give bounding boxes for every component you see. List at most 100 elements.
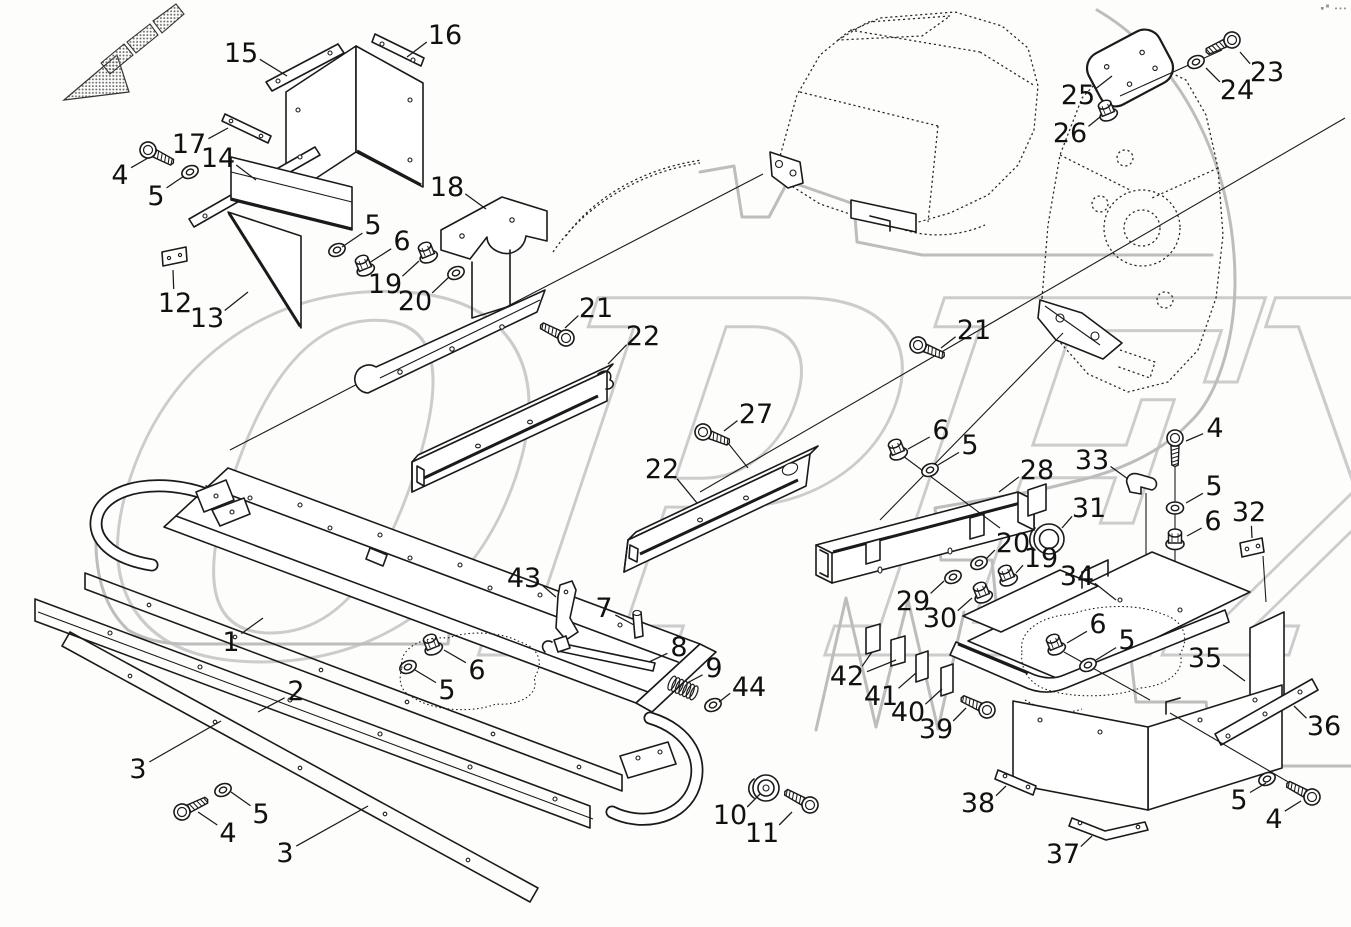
leader-line-39	[952, 707, 967, 722]
callout-35: 35	[1188, 643, 1222, 674]
leader-line-21	[564, 315, 579, 329]
callout-18: 18	[430, 172, 464, 203]
channel-assembly-28	[815, 452, 1267, 697]
plate-12	[161, 246, 188, 267]
leader-line-4	[130, 157, 149, 169]
leader-line-8	[648, 652, 668, 663]
block-42a	[865, 623, 881, 655]
callout-16: 16	[428, 20, 462, 51]
leader-line-41	[898, 672, 917, 689]
block-42b	[890, 635, 906, 667]
callout-5: 5	[364, 210, 381, 241]
leader-line-6	[443, 649, 467, 664]
leader-line-7	[615, 614, 635, 626]
leader-line-20	[431, 276, 450, 294]
leader-line-26	[1088, 116, 1101, 127]
callout-43: 43	[507, 563, 541, 594]
callout-8: 8	[670, 632, 687, 663]
plate-18	[440, 196, 548, 260]
leader-line-43	[541, 584, 557, 598]
callout-28: 28	[1020, 455, 1054, 486]
leader-line-32	[1250, 525, 1253, 539]
callout-19: 19	[368, 269, 402, 300]
callout-41: 41	[864, 681, 898, 712]
strap-16	[371, 33, 425, 67]
leader-line-6	[907, 436, 931, 450]
leader-line-10	[746, 793, 761, 808]
block-41	[915, 650, 929, 683]
callout-1: 1	[222, 627, 239, 658]
leader-line-37	[1080, 835, 1093, 848]
callout-32: 32	[1232, 497, 1266, 528]
callout-5: 5	[147, 181, 164, 212]
leader-line-5	[1249, 782, 1267, 794]
washer-5	[1165, 501, 1185, 515]
leader-line-6	[1066, 630, 1088, 644]
leader-line-9	[686, 674, 703, 684]
screw-4	[170, 791, 212, 824]
strap-40	[940, 663, 954, 697]
leader-line-12	[172, 269, 175, 290]
callout-31: 31	[1072, 493, 1106, 524]
cover-25-group	[1085, 28, 1223, 108]
leader-line-5	[166, 175, 185, 189]
callout-4: 4	[111, 160, 128, 191]
leader-line-35	[1222, 664, 1246, 682]
leader-line-5	[341, 232, 363, 248]
callout-22: 22	[626, 321, 660, 352]
leader-line-5	[1185, 492, 1204, 504]
callout-5: 5	[438, 675, 455, 706]
leader-line-2	[257, 697, 285, 713]
leader-line-1	[241, 617, 264, 635]
dotted-blobs	[399, 605, 1186, 711]
callout-21: 21	[957, 315, 991, 346]
frame-assembly-bottom-left	[34, 467, 780, 903]
callout-17: 17	[172, 129, 206, 160]
callout-5: 5	[1230, 785, 1247, 816]
screw-11	[780, 783, 822, 817]
callout-22: 22	[645, 454, 679, 485]
callout-24: 24	[1220, 75, 1254, 106]
screw-4	[1282, 775, 1324, 809]
washer-24	[1184, 52, 1208, 72]
callout-40: 40	[891, 697, 925, 728]
callout-20: 20	[996, 528, 1030, 559]
rail-3-lower	[61, 631, 539, 903]
callout-29: 29	[896, 586, 930, 617]
callout-39: 39	[919, 714, 953, 745]
callout-4: 4	[1265, 804, 1282, 835]
reference-machine-top	[552, 11, 1039, 253]
leader-line-24	[1205, 67, 1221, 83]
leader-line-4	[1284, 800, 1302, 812]
leader-line-6	[368, 248, 392, 264]
callout-34: 34	[1060, 561, 1094, 592]
bracket-32	[1239, 537, 1265, 558]
leader-line-3	[295, 805, 369, 847]
leader-line-15	[259, 58, 288, 77]
callout-25: 25	[1061, 80, 1095, 111]
leader-line-13	[224, 291, 249, 311]
bracket-37	[1068, 817, 1149, 841]
leader-line-5	[937, 451, 960, 466]
callout-13: 13	[190, 303, 224, 334]
machine-hitch-bracket	[769, 151, 804, 189]
callout-9: 9	[705, 653, 722, 684]
leader-line-4	[1185, 433, 1204, 442]
box-35	[1012, 700, 1149, 811]
leader-line-21	[940, 336, 956, 349]
callout-19: 19	[1024, 543, 1058, 574]
page-corner-mark	[1321, 4, 1346, 10]
callout-6: 6	[932, 415, 949, 446]
plate-34-assembly	[949, 551, 1251, 713]
cover-25	[1085, 28, 1175, 108]
washer-5	[178, 162, 202, 182]
skid-43	[555, 580, 579, 641]
callout-11: 11	[745, 818, 779, 849]
assembly-top-left	[161, 33, 548, 394]
leader-line-33	[1110, 465, 1129, 480]
plate-34	[967, 551, 1251, 683]
panel-14	[230, 156, 353, 231]
strap-15	[265, 43, 345, 92]
callout-3: 3	[276, 838, 293, 869]
